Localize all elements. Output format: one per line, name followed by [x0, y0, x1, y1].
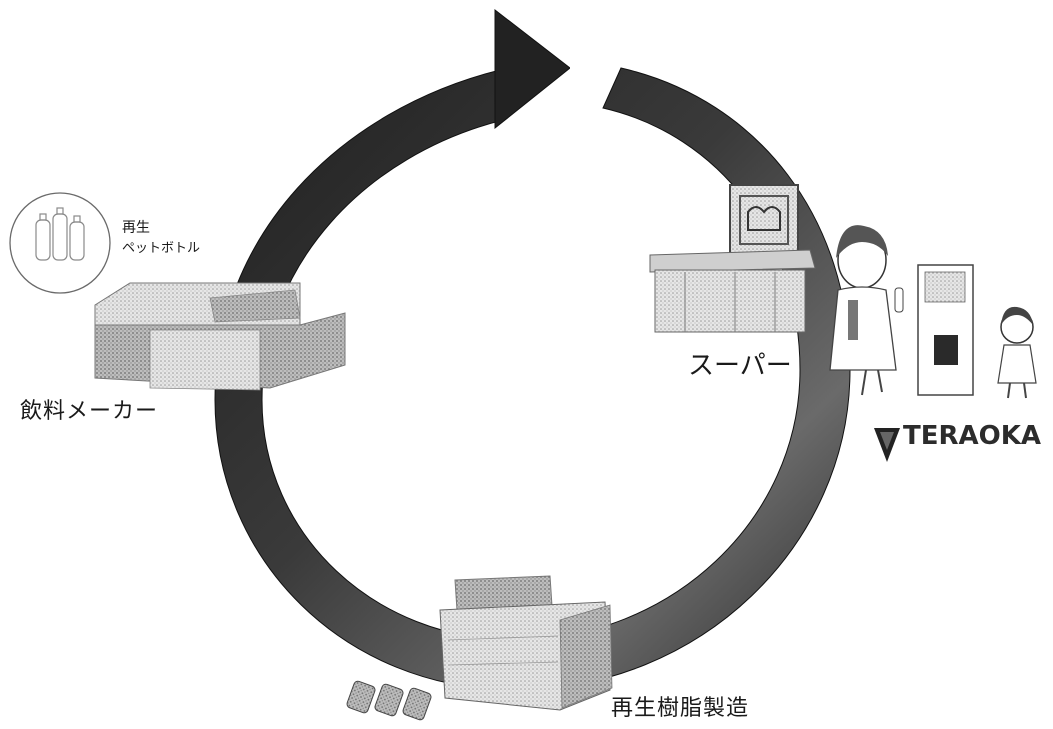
- supermarket-label: スーパー: [688, 345, 792, 382]
- resin-manufacturing-label: 再生樹脂製造: [611, 690, 749, 722]
- recycled-pet-label-line2: ペットボトル: [122, 237, 200, 256]
- recycled-pet-label-line1: 再生: [122, 217, 150, 237]
- teraoka-logo-text: TERAOKA: [903, 421, 1041, 451]
- pet-bottle-icon: [10, 193, 110, 293]
- supermarket-counter-icon: [650, 185, 815, 332]
- beverage-maker-label: 飲料メーカー: [20, 393, 158, 425]
- child-icon: [998, 307, 1036, 398]
- resin-pellet-icon: [346, 680, 432, 721]
- teraoka-logo: [874, 428, 900, 462]
- resin-plant-icon: [440, 576, 612, 710]
- shopper-woman-icon: [830, 225, 903, 395]
- beverage-factory-icon: [95, 283, 345, 390]
- bottle-collection-machine-icon: [918, 265, 973, 395]
- cycle-arrow-head: [495, 10, 570, 128]
